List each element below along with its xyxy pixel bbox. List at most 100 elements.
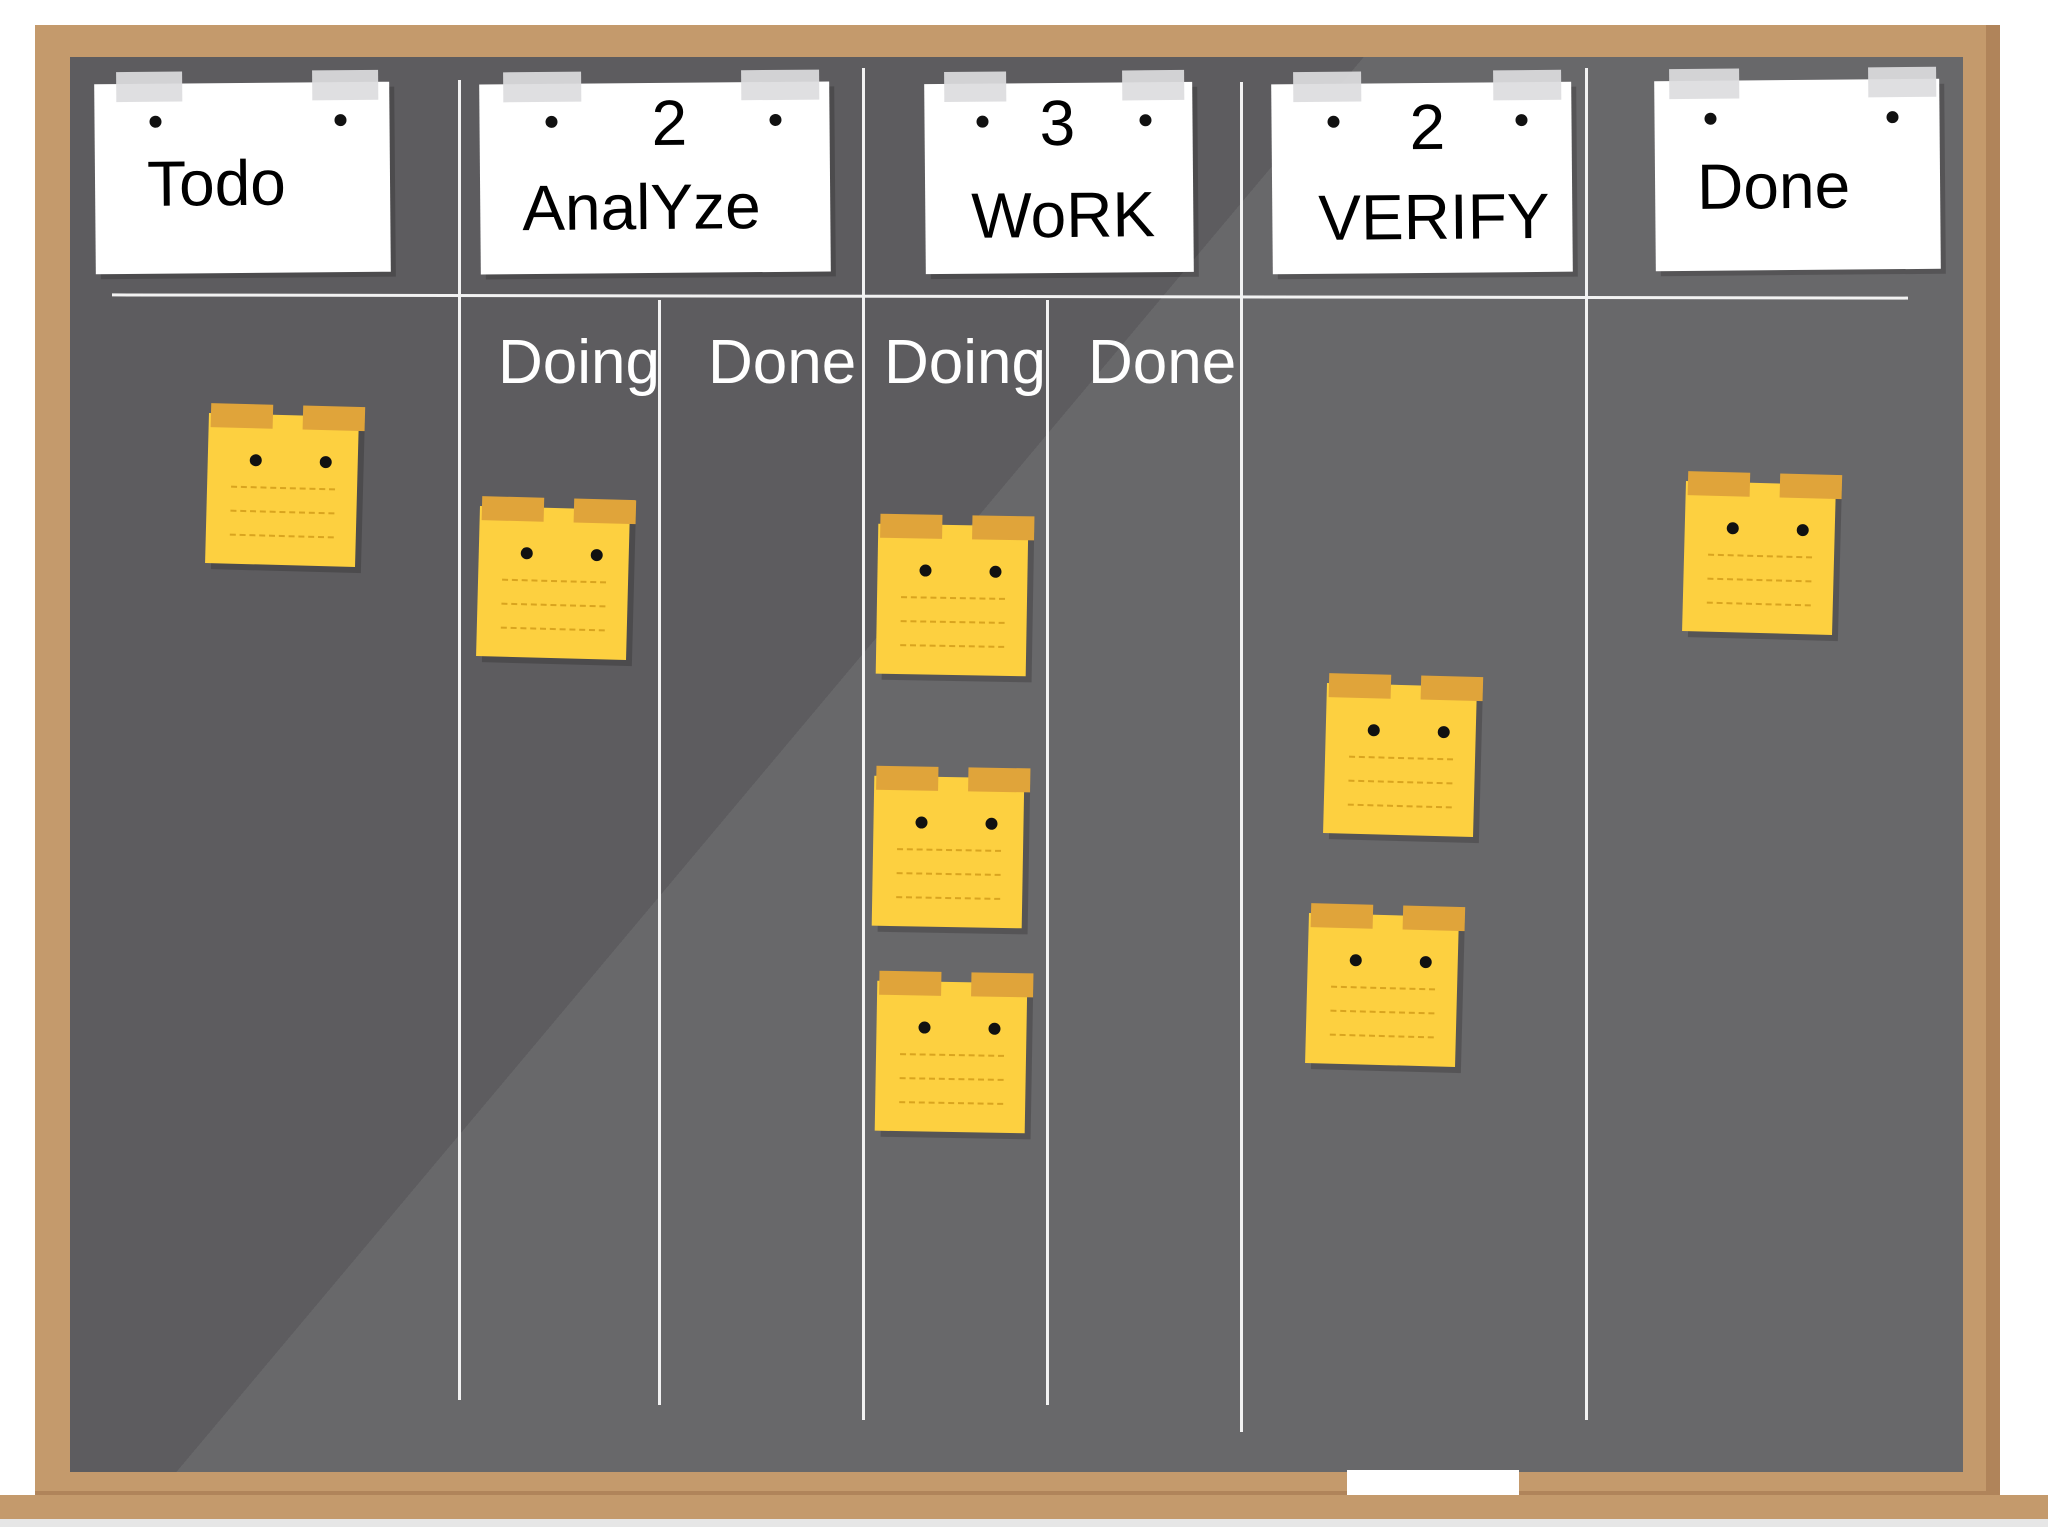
subcolumn-label-analyze-doing: Doing — [498, 328, 660, 397]
note-dot — [319, 455, 332, 469]
tape-icon — [1779, 473, 1843, 500]
sticky-note-icon[interactable] — [1305, 903, 1466, 1067]
tape-icon — [503, 71, 582, 103]
tape-icon — [1293, 71, 1362, 103]
note-line — [230, 509, 335, 515]
column-title-done: Done — [1696, 149, 1851, 223]
chalk-piece — [1347, 1470, 1519, 1495]
note-line — [1330, 1009, 1435, 1015]
tape-icon — [879, 970, 942, 996]
sticky-note-icon[interactable] — [476, 496, 637, 660]
sticky-note-icon[interactable] — [871, 765, 1031, 929]
note-dot — [249, 454, 262, 467]
pin-hole — [149, 115, 162, 128]
tape-icon — [968, 767, 1031, 793]
tape-icon — [1420, 675, 1484, 702]
sticky-note-icon[interactable] — [205, 403, 366, 567]
sticky-note-icon[interactable] — [874, 970, 1034, 1134]
wip-limit-work: 3 — [1039, 86, 1076, 160]
note-line — [1706, 601, 1811, 607]
column-title-work: WoRK — [971, 178, 1156, 252]
column-title-todo: Todo — [146, 146, 287, 220]
note-dot — [520, 547, 533, 560]
tape-icon — [1493, 69, 1562, 101]
wip-limit-verify: 2 — [1409, 90, 1446, 164]
column-card-done: Done — [1654, 66, 1941, 272]
note-dot — [1367, 724, 1380, 737]
tape-icon — [1402, 905, 1466, 932]
note-dot — [1437, 725, 1450, 739]
note-line — [897, 848, 1002, 852]
note-line — [502, 578, 607, 584]
column-divider-1 — [458, 80, 461, 1400]
pin-hole — [1515, 114, 1528, 127]
note-dot — [989, 565, 1002, 578]
tape-icon — [1868, 66, 1937, 98]
note-line — [1347, 803, 1452, 809]
wip-limit-analyze: 2 — [651, 86, 688, 160]
note-line — [900, 1053, 1005, 1057]
note-dot — [1796, 523, 1809, 537]
subcolumn-label-work-done: Done — [1088, 328, 1237, 397]
pin-hole — [1139, 114, 1152, 127]
note-line — [899, 1077, 1004, 1081]
note-line — [1329, 1033, 1434, 1039]
column-divider-3 — [1240, 82, 1243, 1432]
note-dot — [1419, 955, 1432, 969]
note-dot — [1349, 954, 1362, 967]
pin-hole — [976, 115, 989, 128]
sticky-note-icon[interactable] — [1682, 471, 1843, 635]
column-card-todo: Todo — [94, 69, 391, 275]
note-dot — [590, 548, 603, 562]
tape-icon — [944, 71, 1007, 102]
column-title-verify: VERIFY — [1318, 179, 1550, 254]
column-card-work: 3 WoRK — [924, 69, 1194, 275]
sticky-note-icon[interactable] — [1323, 673, 1484, 837]
column-card-analyze: 2 AnalYze — [479, 69, 831, 275]
tape-icon — [1328, 673, 1392, 699]
pin-hole — [334, 114, 347, 127]
note-line — [1331, 985, 1436, 991]
tape-icon — [1122, 69, 1185, 101]
note-line — [1348, 779, 1453, 785]
note-line — [900, 620, 1005, 624]
pin-hole — [1704, 112, 1717, 125]
note-dot — [915, 816, 928, 829]
tape-icon — [573, 498, 637, 525]
note-line — [1349, 755, 1454, 761]
note-dot — [919, 564, 932, 577]
note-line — [899, 1101, 1004, 1105]
note-line — [231, 485, 336, 491]
subcolumn-label-analyze-done: Done — [708, 328, 857, 397]
tape-icon — [1669, 68, 1740, 100]
note-line — [500, 626, 605, 632]
tape-icon — [1687, 471, 1751, 497]
note-dot — [988, 1022, 1001, 1035]
note-line — [900, 644, 1005, 648]
tape-icon — [971, 972, 1034, 998]
note-line — [501, 602, 606, 608]
note-line — [1707, 577, 1812, 583]
sticky-note-icon[interactable] — [875, 513, 1035, 677]
pin-hole — [769, 113, 782, 126]
note-line — [901, 596, 1006, 600]
column-title-analyze: AnalYze — [521, 170, 761, 245]
pin-hole — [1327, 115, 1340, 128]
note-line — [896, 896, 1001, 900]
note-dot — [918, 1021, 931, 1034]
tape-icon — [972, 515, 1035, 541]
tape-icon — [741, 69, 820, 101]
note-dot — [985, 817, 998, 830]
tape-icon — [312, 69, 379, 101]
tape-icon — [1310, 903, 1374, 929]
note-dot — [1726, 522, 1739, 535]
note-line — [1708, 553, 1813, 559]
note-line — [896, 872, 1001, 876]
column-card-verify: 2 VERIFY — [1271, 69, 1573, 275]
tape-icon — [876, 765, 939, 791]
tape-icon — [210, 403, 274, 429]
tape-icon — [880, 513, 943, 539]
tape-icon — [302, 405, 366, 432]
ledge-shadow — [0, 1519, 2048, 1527]
chalk-ledge — [0, 1495, 2048, 1519]
